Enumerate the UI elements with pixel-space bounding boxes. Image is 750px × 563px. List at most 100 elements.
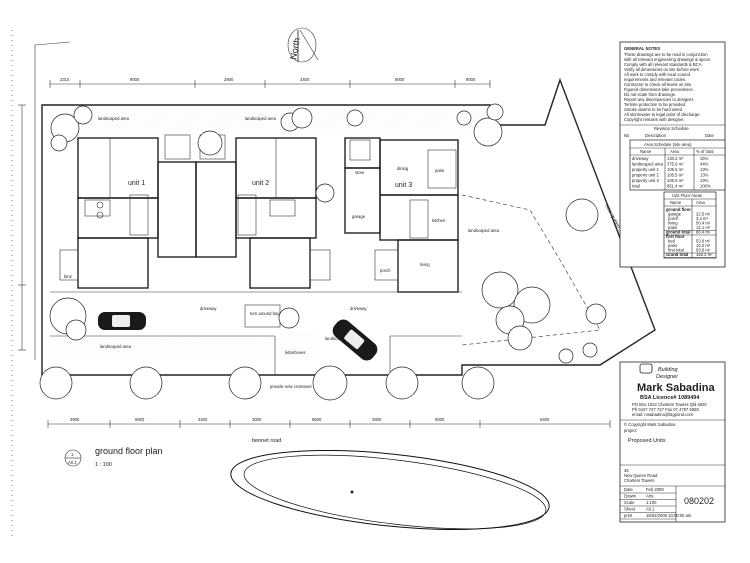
unit-3-store: store	[355, 170, 365, 175]
floor-row-area: 12.1 m²	[696, 225, 711, 230]
unit-3-patio: patio	[435, 168, 445, 173]
unit-3-kitchen: kitchen	[432, 218, 446, 223]
floor-row-name: first total	[668, 248, 684, 253]
area-header-name: Name	[640, 149, 652, 154]
site-line-3: Charters Towers	[624, 478, 654, 483]
car-left	[98, 312, 146, 330]
sheet-border-top	[34, 41, 71, 46]
address-line-2: Ph 0427 727 727 Fax 07 4787 5555	[632, 407, 699, 412]
area-row-area: 130.2 m²	[667, 156, 684, 161]
meta-label: Drawn	[624, 494, 637, 499]
meta-label: print	[624, 513, 633, 518]
plan-title: ground floor plan	[95, 446, 163, 456]
notes-line-7: Contractor to check all levels on site.	[624, 82, 692, 87]
unit-3-building: unit 3 dining store garage kitchen porch…	[344, 137, 459, 293]
floor-row-area: 63.8 m²	[696, 248, 711, 253]
area-row-name: property unit 2	[632, 173, 659, 178]
title-block: Building Designer Mark Sabadina BSA Lice…	[619, 361, 726, 523]
meta-value: 1:100	[646, 500, 657, 505]
grid-ref-bottom: A0.1	[68, 460, 77, 465]
revision-title: Revision Schedule	[654, 126, 689, 131]
address-line-1: PO Box 1022 Charters Towers Qld 4820	[632, 402, 707, 407]
driveway-label-2: driveway	[350, 306, 367, 311]
badge-bottom: Designer	[656, 374, 679, 380]
letterboxes-label: letterboxes	[285, 350, 305, 355]
floor-row-name: bed	[668, 239, 676, 244]
dim-bottom-4: 3000	[252, 417, 262, 422]
notes-line-2: with all relevant engineering drawings &…	[624, 57, 711, 62]
floor-row-name: porch	[668, 216, 679, 221]
car-right	[332, 319, 378, 361]
area-schedule-title: Area Schedule (site area)	[644, 142, 692, 147]
area-header-area: Area	[670, 149, 680, 154]
dim-top-3: 2900	[224, 77, 234, 82]
landscape-strip-bottom	[45, 330, 315, 360]
dim-top-5: 9000	[395, 77, 405, 82]
unit-floor-areas-table: Unit Floor Areas Name Area ground floorg…	[663, 191, 717, 259]
floor-row-name: living	[668, 221, 678, 226]
area-row-pct: 15%	[700, 156, 709, 161]
area-row-name: landscaped area	[632, 162, 664, 167]
floor-header-area: Area	[696, 200, 706, 205]
notes-title: GENERAL NOTES	[624, 46, 660, 51]
badge-top: Building	[658, 367, 679, 373]
area-row-pct: 13%	[700, 167, 709, 172]
area-row-area: 375.6 m²	[667, 162, 684, 167]
area-row-area: 105.5 m²	[667, 173, 684, 178]
notes-line-6: requirements and relevant codes.	[624, 77, 686, 82]
floor-row-area: 22.5 m²	[696, 212, 711, 217]
landscaped-label-1: landscaped area	[98, 116, 130, 121]
floor-group-name: ground total	[666, 230, 690, 235]
dim-bottom-3: 3400	[198, 417, 208, 422]
drawing-number: 080202	[684, 496, 714, 506]
driveway: turn around bay driveway driveway letter…	[50, 291, 462, 389]
floor-group-name: ground floor	[666, 207, 691, 212]
revision-header-date: Date	[705, 133, 715, 138]
dim-top-1: 2310	[60, 77, 70, 82]
floor-row-area: 50.4 m²	[696, 221, 711, 226]
turn-bay-label: turn around bay	[250, 311, 280, 316]
area-row-pct: 13%	[700, 173, 709, 178]
notes-line-8: Figured dimensions take precedence.	[624, 87, 694, 92]
meta-label: Date	[624, 487, 634, 492]
floor-row-name: patio	[668, 243, 678, 248]
unit-3-living: living	[420, 262, 430, 267]
unit-2-building: unit 2	[195, 134, 331, 289]
dim-bottom-7: 9000	[435, 417, 445, 422]
unit-3-garage: garage	[352, 214, 366, 219]
trees	[39, 103, 607, 401]
copyright: © Copyright Mark Sabadina	[624, 422, 676, 427]
site-line-1: 45	[624, 468, 629, 473]
road-edge-right	[559, 79, 656, 331]
area-row-area: 851.4 m²	[667, 184, 684, 189]
notes-line-13: All stormwater to legal point of dischar…	[624, 112, 701, 117]
area-row-pct: 44%	[700, 162, 709, 167]
floor-row-name: patio	[668, 225, 678, 230]
unit-3-dining: dining	[397, 166, 409, 171]
area-row-pct: 13%	[700, 178, 709, 183]
unit-3-label: unit 3	[395, 182, 412, 189]
unit-1-building: unit 1 bins	[59, 134, 197, 289]
area-row-area: 105.5 m²	[667, 178, 684, 183]
floor-row-name: garage	[668, 212, 682, 217]
notes-line-14: Copyright remains with designer.	[624, 117, 685, 122]
unit-1-label: unit 1	[128, 180, 145, 187]
dim-bottom-8: 5400	[540, 417, 550, 422]
revision-header-no: No	[624, 133, 630, 138]
project-label: project	[624, 428, 637, 433]
dimension-line-top: 2310 9000 2900 3400 9000 9000	[49, 77, 491, 88]
landscaped-label-3: landscaped area	[468, 228, 500, 233]
dim-top-2: 9000	[130, 77, 140, 82]
meta-label: Scale	[624, 500, 635, 505]
notes-line-12: Smoke alarms to be hard wired.	[624, 107, 683, 112]
meta-value: 16/02/2008 10:00:00 am	[646, 513, 692, 518]
floor-group-name: Grand total	[666, 252, 688, 257]
meta-label: Sheet	[624, 507, 636, 512]
dim-bottom-2: 6600	[135, 417, 145, 422]
area-row-name: property unit 1	[632, 167, 659, 172]
floor-group-name: first floor	[666, 234, 685, 239]
designer-name: Mark Sabadina	[637, 382, 716, 394]
floor-row-area: 152.2 m²	[696, 252, 713, 257]
